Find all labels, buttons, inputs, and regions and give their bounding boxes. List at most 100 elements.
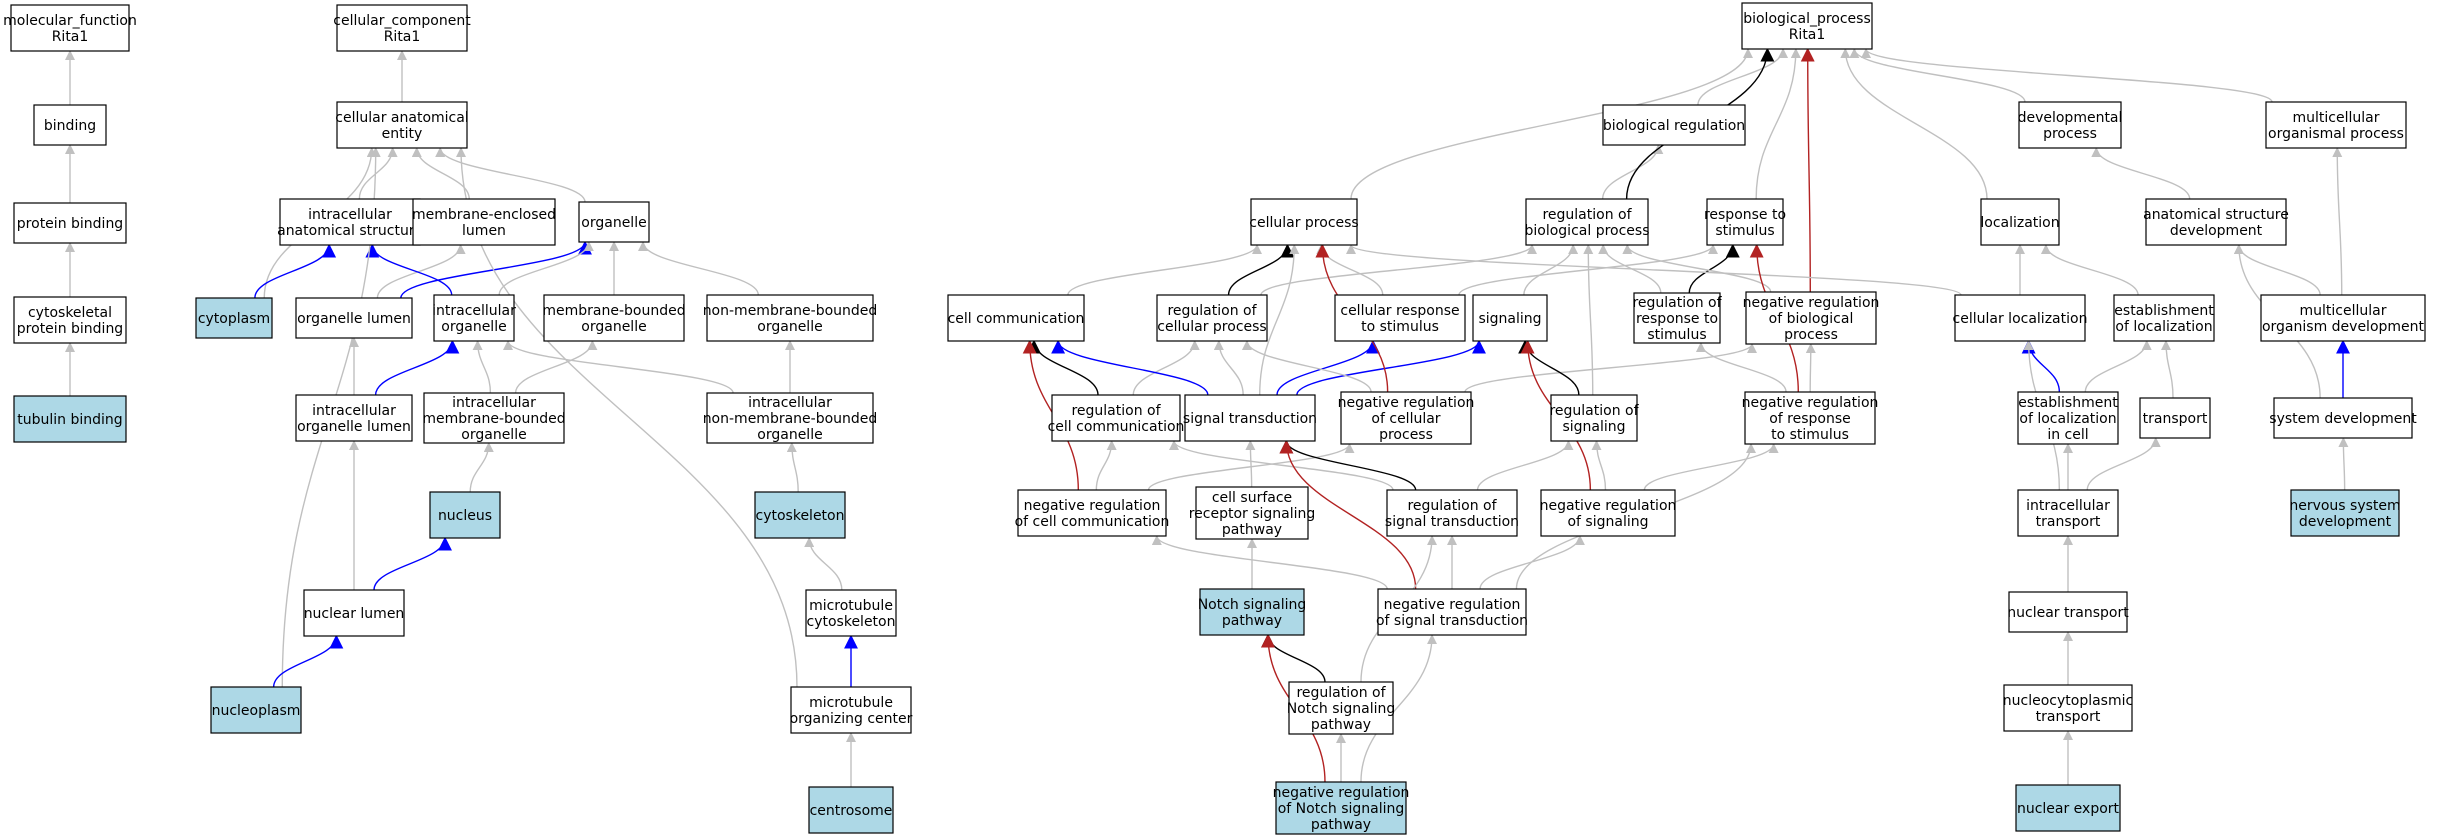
term-box[interactable] xyxy=(706,294,874,342)
go-term-node-sigtrans[interactable]: signal transduction xyxy=(1183,394,1317,442)
term-box[interactable] xyxy=(1472,294,1548,342)
go-term-node-organelle[interactable]: organelle xyxy=(578,201,650,243)
term-box[interactable] xyxy=(1525,198,1649,246)
go-term-node-cellcomm[interactable]: cell communication xyxy=(947,294,1085,342)
term-box[interactable] xyxy=(1386,489,1518,537)
term-box[interactable] xyxy=(1602,104,1746,146)
term-box[interactable] xyxy=(1195,486,1309,540)
term-box[interactable] xyxy=(295,394,413,442)
term-box[interactable] xyxy=(1741,2,1873,50)
go-term-node-centrosome[interactable]: centrosome xyxy=(808,786,894,834)
term-box[interactable] xyxy=(1745,291,1877,345)
term-box[interactable] xyxy=(33,104,107,146)
annotated-term-box[interactable] xyxy=(1275,781,1407,835)
go-term-node-nucleus[interactable]: nucleus xyxy=(429,491,501,539)
go-term-node-nuclumen[interactable]: nuclear lumen xyxy=(303,589,405,637)
term-box[interactable] xyxy=(947,294,1085,342)
go-term-node-cytoskel[interactable]: cytoskeleton xyxy=(754,491,846,539)
annotated-term-box[interactable] xyxy=(13,395,127,443)
annotated-term-box[interactable] xyxy=(210,686,302,734)
term-box[interactable] xyxy=(423,392,565,444)
term-box[interactable] xyxy=(336,4,468,52)
term-box[interactable] xyxy=(1633,292,1721,344)
term-box[interactable] xyxy=(1184,394,1316,442)
go-term-node-signaling[interactable]: signaling xyxy=(1472,294,1548,342)
term-box[interactable] xyxy=(1540,489,1676,537)
annotated-term-box[interactable] xyxy=(429,491,501,539)
term-box[interactable] xyxy=(1706,198,1784,246)
go-term-node-cellproc[interactable]: cellular process xyxy=(1249,198,1359,246)
go-term-node-transport[interactable]: transport xyxy=(2139,397,2211,439)
term-box[interactable] xyxy=(1156,294,1268,342)
term-box[interactable] xyxy=(706,392,874,444)
go-term-node-protbind[interactable]: protein binding xyxy=(13,202,127,244)
term-box[interactable] xyxy=(1017,489,1167,537)
go-term-node-orglumen[interactable]: organelle lumen xyxy=(295,297,413,339)
annotated-term-box[interactable] xyxy=(2015,784,2121,832)
term-box[interactable] xyxy=(295,297,413,339)
go-term-node-tubulin[interactable]: tubulin binding xyxy=(13,395,127,443)
term-box[interactable] xyxy=(2018,101,2122,149)
term-box[interactable] xyxy=(2273,397,2413,439)
term-box[interactable] xyxy=(578,201,650,243)
term-box[interactable] xyxy=(1954,294,2086,342)
term-box[interactable] xyxy=(2017,391,2119,445)
go-term-node-inmbo[interactable]: intracellularnon-membrane-boundedorganel… xyxy=(703,392,878,444)
term-box[interactable] xyxy=(1250,198,1358,246)
term-box[interactable] xyxy=(336,101,468,149)
annotated-term-box[interactable] xyxy=(1199,588,1305,636)
term-box[interactable] xyxy=(1550,394,1638,442)
term-box[interactable] xyxy=(1288,681,1394,735)
term-box[interactable] xyxy=(2008,591,2128,633)
go-term-node-cellloc[interactable]: cellular localization xyxy=(1953,294,2088,342)
term-box[interactable] xyxy=(790,686,912,734)
term-box[interactable] xyxy=(13,202,127,244)
term-box[interactable] xyxy=(2017,489,2119,537)
go-term-node-nuctrans[interactable]: nuclear transport xyxy=(2007,591,2129,633)
go-term-node-bioreg[interactable]: biological regulation xyxy=(1602,104,1746,146)
annotated-term-box[interactable] xyxy=(808,786,894,834)
go-term-node-localization[interactable]: localization xyxy=(1980,198,2060,246)
term-box[interactable] xyxy=(1377,588,1527,636)
term-box[interactable] xyxy=(2003,684,2133,732)
term-box[interactable] xyxy=(1744,391,1876,445)
term-box[interactable] xyxy=(412,198,556,246)
term-box[interactable] xyxy=(1051,394,1181,442)
term-box[interactable] xyxy=(2265,101,2407,149)
annotated-term-box[interactable] xyxy=(195,297,273,339)
term-box[interactable] xyxy=(1980,198,2060,246)
term-box[interactable] xyxy=(1334,294,1466,342)
term-box[interactable] xyxy=(10,4,130,52)
